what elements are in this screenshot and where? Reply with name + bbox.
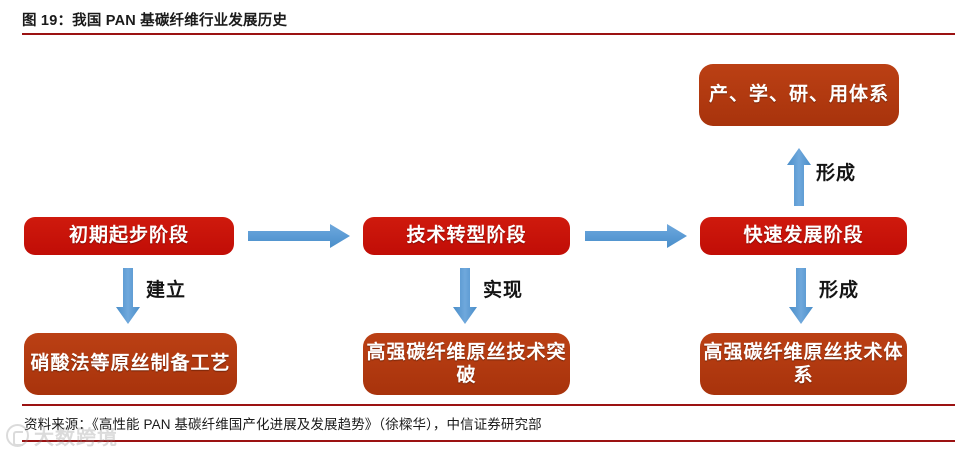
arrow-up-label-1: 形成: [816, 163, 857, 184]
arrow-down-label-1: 建立: [146, 280, 187, 301]
result-box-1: 硝酸法等原丝制备工艺: [24, 333, 237, 395]
arrow-down-icon-2: [453, 268, 477, 324]
footer-divider-top: [22, 404, 955, 406]
header-divider: [22, 33, 955, 35]
result-box-3: 高强碳纤维原丝技术体系: [700, 333, 907, 395]
arrow-down-icon-3: [789, 268, 813, 324]
top-outcome-box: 产、学、研、用体系: [699, 64, 899, 126]
page-title: 图 19：我国 PAN 基碳纤维行业发展历史: [22, 13, 288, 29]
arrow-down-label-2: 实现: [483, 280, 524, 301]
footer-divider-bottom: [22, 440, 955, 442]
source-note: 资料来源：《高性能 PAN 基碳纤维国产化进展及发展趋势》（徐樑华），中信证券研…: [24, 417, 542, 432]
arrow-down-icon-1: [116, 268, 140, 324]
result-box-2: 高强碳纤维原丝技术突破: [363, 333, 570, 395]
arrow-right-icon-1: [248, 224, 350, 248]
stage-box-2: 技术转型阶段: [363, 217, 570, 255]
stage-box-3: 快速发展阶段: [700, 217, 907, 255]
arrow-down-label-3: 形成: [819, 280, 860, 301]
arrow-up-icon: [787, 148, 811, 206]
stage-box-1: 初期起步阶段: [24, 217, 234, 255]
arrow-right-icon-2: [585, 224, 687, 248]
